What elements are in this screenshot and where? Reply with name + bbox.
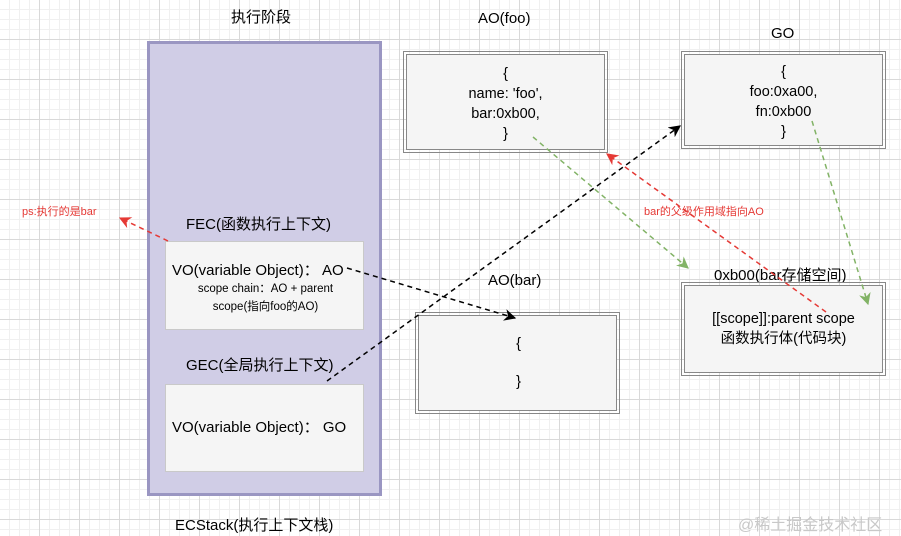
go-line: } [781, 124, 786, 140]
arrow-go-to-bar-space [811, 120, 871, 306]
gec-box[interactable]: VO(variable Object)： GO [165, 384, 364, 472]
arrow-fec-to-ps [118, 217, 169, 242]
ao-foo-line: { [503, 66, 508, 82]
fec-vo: VO(variable Object)： AO [172, 262, 344, 279]
ao-foo-box[interactable]: { name: 'foo', bar:0xb00, } [403, 51, 608, 153]
go-box[interactable]: { foo:0xa00, fn:0xb00 } [681, 51, 886, 149]
fec-title: FEC(函数执行上下文) [186, 216, 331, 233]
watermark: @稀土掘金技术社区 [738, 517, 883, 534]
arrow-fec-to-ao-bar [346, 267, 517, 321]
bar-space-line: 函数执行体(代码块) [720, 331, 847, 347]
bar-space-line: [[scope]]:parent scope [712, 311, 855, 327]
arrow-scope-to-ao-foo [606, 153, 827, 313]
go-label: GO [771, 25, 795, 42]
go-line: foo:0xa00, [749, 84, 818, 100]
fec-scope-line2: scope(指向foo的AO) [212, 301, 319, 313]
ao-foo-line: } [503, 126, 508, 142]
bar-space-label: 0xb00(bar存储空间) [714, 267, 847, 284]
fec-box[interactable]: VO(variable Object)： AO scope chain：AO +… [165, 241, 364, 330]
gec-title: GEC(全局执行上下文) [186, 357, 334, 374]
ao-bar-line: } [516, 374, 521, 390]
gec-vo: VO(variable Object)： GO [172, 419, 347, 436]
fec-scope-line1: scope chain：AO + parent [197, 283, 334, 295]
go-line: { [781, 64, 786, 80]
go-line: fn:0xb00 [755, 104, 812, 120]
arrow-gec-to-go [326, 125, 681, 382]
ao-bar-line: { [516, 336, 521, 352]
ao-foo-line: name: 'foo', [468, 86, 543, 102]
ps-annotation: ps:执行的是bar [22, 206, 97, 218]
exec-phase-label: 执行阶段 [231, 9, 292, 26]
ao-bar-label: AO(bar) [488, 272, 542, 289]
parent-scope-annotation: bar的父级作用域指向AO [644, 203, 764, 219]
arrow-ao-foo-to-bar-space [532, 136, 689, 269]
ecstack-label: ECStack(执行上下文栈) [175, 517, 334, 534]
ao-foo-line: bar:0xb00, [471, 106, 540, 122]
ao-bar-box[interactable]: { } [415, 312, 620, 414]
bar-space-box[interactable]: [[scope]]:parent scope 函数执行体(代码块) [681, 282, 886, 376]
ao-foo-label: AO(foo) [478, 10, 531, 27]
